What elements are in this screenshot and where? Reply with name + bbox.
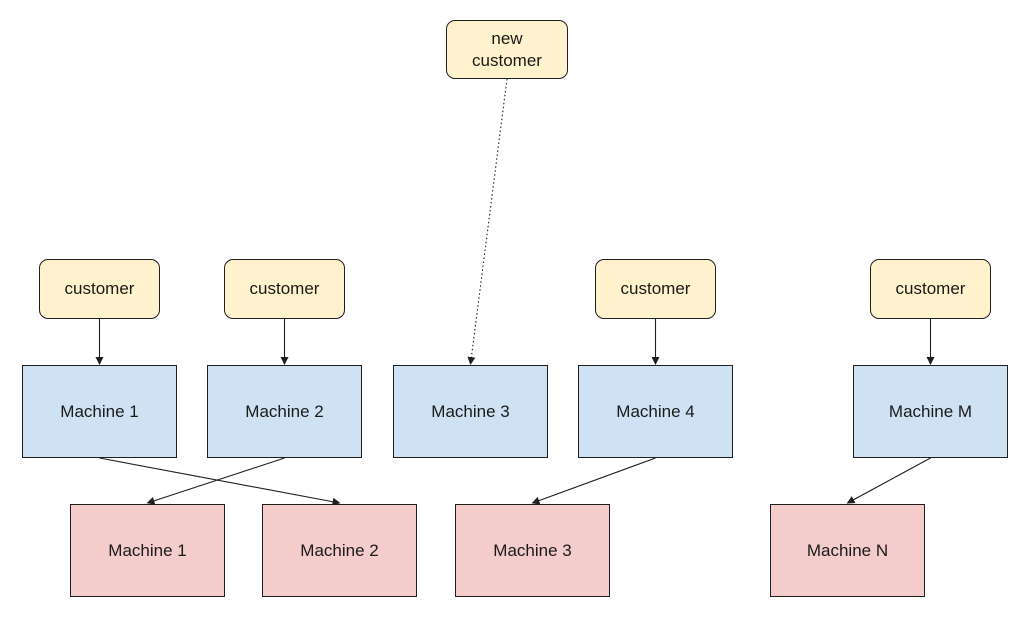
machine-label: Machine 3 [493, 540, 572, 560]
upper-machine-m: Machine M [853, 365, 1008, 458]
edge-upper-machine-2-to-lower-machine-1 [146, 457, 285, 505]
upper-machine-1: Machine 1 [22, 365, 177, 458]
customer-box-2: customer [224, 259, 345, 319]
machine-label: Machine 3 [431, 401, 510, 421]
machine-label: Machine N [806, 540, 889, 560]
customer-box-3: customer [595, 259, 716, 319]
upper-machine-2: Machine 2 [207, 365, 362, 458]
edge-upper-machine-1-to-lower-machine-2 [99, 457, 341, 506]
machine-label: Machine 4 [616, 401, 695, 421]
machine-label: Machine M [888, 401, 973, 421]
customer-label: customer [64, 279, 135, 298]
new-customer-box: new customer [446, 20, 568, 79]
upper-machine-3: Machine 3 [393, 365, 548, 458]
customer-box-1: customer [39, 259, 160, 319]
machine-label: Machine 1 [108, 540, 187, 560]
machine-label: Machine 2 [245, 401, 324, 421]
edge-upper-machine-4-to-lower-machine-3 [531, 457, 656, 505]
new-customer-label: new customer [472, 28, 542, 70]
machine-label: Machine 2 [300, 540, 379, 560]
lower-machine-2: Machine 2 [262, 504, 417, 597]
customer-label: customer [249, 279, 320, 298]
lower-machine-n: Machine N [770, 504, 925, 597]
edge-upper-machine-m-to-lower-machine-n [846, 457, 931, 504]
customer-box-4: customer [870, 259, 991, 319]
upper-machine-4: Machine 4 [578, 365, 733, 458]
edge-new-customer-to-upper-machine-3 [467, 78, 508, 365]
customer-label: customer [895, 279, 966, 298]
lower-machine-3: Machine 3 [455, 504, 610, 597]
lower-machine-1: Machine 1 [70, 504, 225, 597]
customer-label: customer [620, 279, 691, 298]
machine-label: Machine 1 [60, 401, 139, 421]
